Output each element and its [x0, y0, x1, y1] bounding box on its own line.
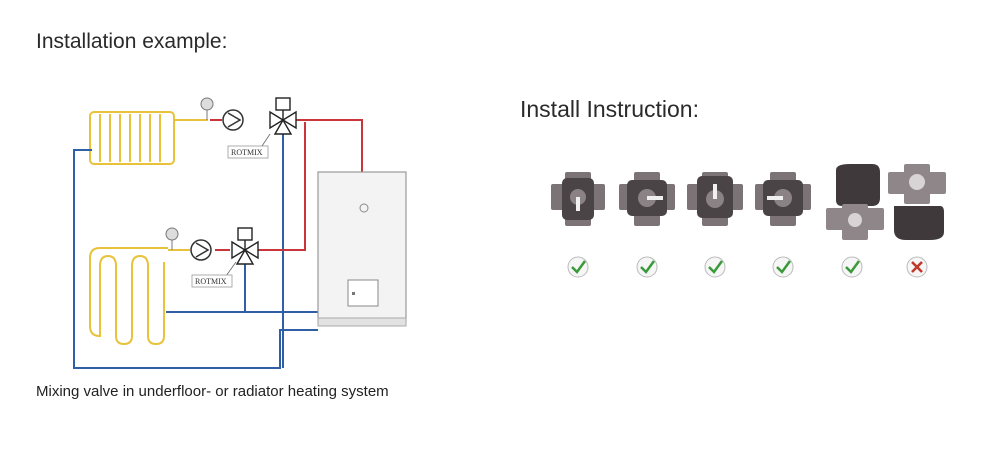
- mixing-valve-bottom: [231, 227, 259, 265]
- valve-orientation-4: [755, 172, 811, 226]
- boiler: [317, 171, 407, 327]
- check-icon: [704, 256, 726, 278]
- gauge-top: [200, 97, 214, 120]
- underfloor-coil: [89, 247, 168, 346]
- diagram-caption: Mixing valve in underfloor- or radiator …: [36, 383, 389, 400]
- hot-pipes: [210, 119, 363, 251]
- gauge-bottom: [165, 227, 179, 250]
- mixing-valve-top: [269, 97, 297, 135]
- cross-icon: [906, 256, 928, 278]
- check-icon: [772, 256, 794, 278]
- pump-top: [222, 109, 244, 131]
- valve-orientation-5: [826, 164, 884, 240]
- valve-label-bottom: ROTMIX: [195, 277, 227, 286]
- check-icon: [841, 256, 863, 278]
- instruction-title: Install Instruction:: [520, 96, 699, 122]
- valve-orientation-1: [551, 172, 605, 226]
- valve-orientation-3: [687, 172, 743, 226]
- check-icon: [636, 256, 658, 278]
- valve-orientation-2: [619, 172, 675, 226]
- valve-orientation-6: [888, 164, 946, 240]
- install-options: [551, 164, 946, 278]
- pump-bottom: [190, 239, 212, 261]
- check-icon: [567, 256, 589, 278]
- radiator: [89, 111, 175, 165]
- installation-title: Installation example:: [36, 30, 228, 53]
- valve-label-top: ROTMIX: [231, 148, 263, 157]
- cold-pipes: [73, 128, 318, 369]
